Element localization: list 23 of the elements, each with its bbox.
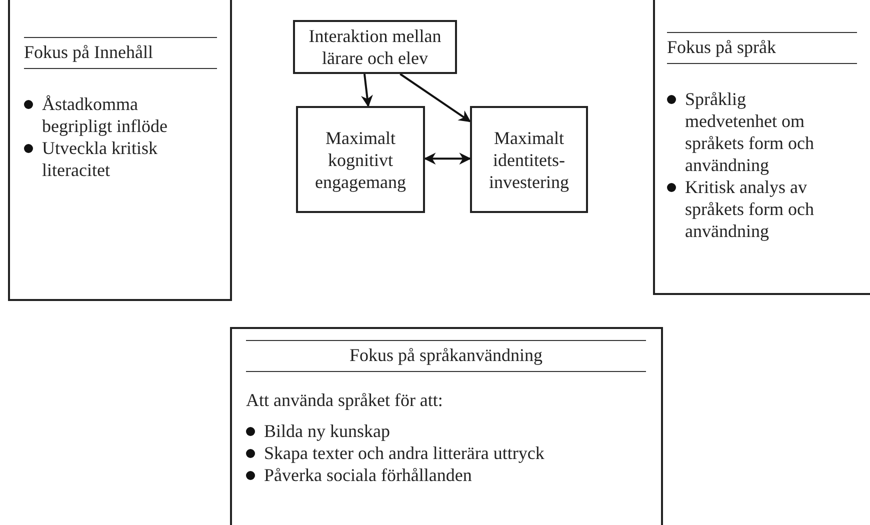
bullet-text: Språklig medvetenhet om språkets form och användning — [685, 89, 814, 175]
panel-box — [230, 327, 663, 525]
panel-box — [8, 0, 232, 301]
bullet-text: Utveckla kritisk literacitet — [42, 138, 158, 180]
arrow — [424, 152, 472, 165]
box-label: Maximalt identitets-investering — [488, 126, 570, 192]
process-box — [296, 106, 425, 213]
bullet-text: Påverka sociala förhållanden — [264, 465, 472, 485]
panel-box — [653, 0, 870, 295]
bullet-text: Åstadkomma begripligt inflöde — [42, 94, 168, 136]
bullet-text: Skapa texter och andra litterära uttryck — [264, 443, 544, 463]
process-box — [293, 20, 457, 74]
panel-heading: Fokus på språkanvändning — [246, 340, 646, 372]
arrow — [361, 74, 373, 108]
bullet-text: Bilda ny kunskap — [264, 421, 390, 441]
box-label: Maximalt kognitivt engagemang — [314, 126, 407, 192]
process-box — [470, 106, 588, 213]
box-label: Interaktion mellan lärare och elev — [308, 25, 442, 69]
panel-heading: Fokus på Innehåll — [24, 37, 217, 69]
panel-heading: Fokus på språk — [667, 32, 857, 64]
arrow — [400, 73, 471, 122]
bullet-text: Kritisk analys av språkets form och användning — [685, 177, 814, 241]
intro-text: Att använda språket för att: — [246, 389, 444, 411]
